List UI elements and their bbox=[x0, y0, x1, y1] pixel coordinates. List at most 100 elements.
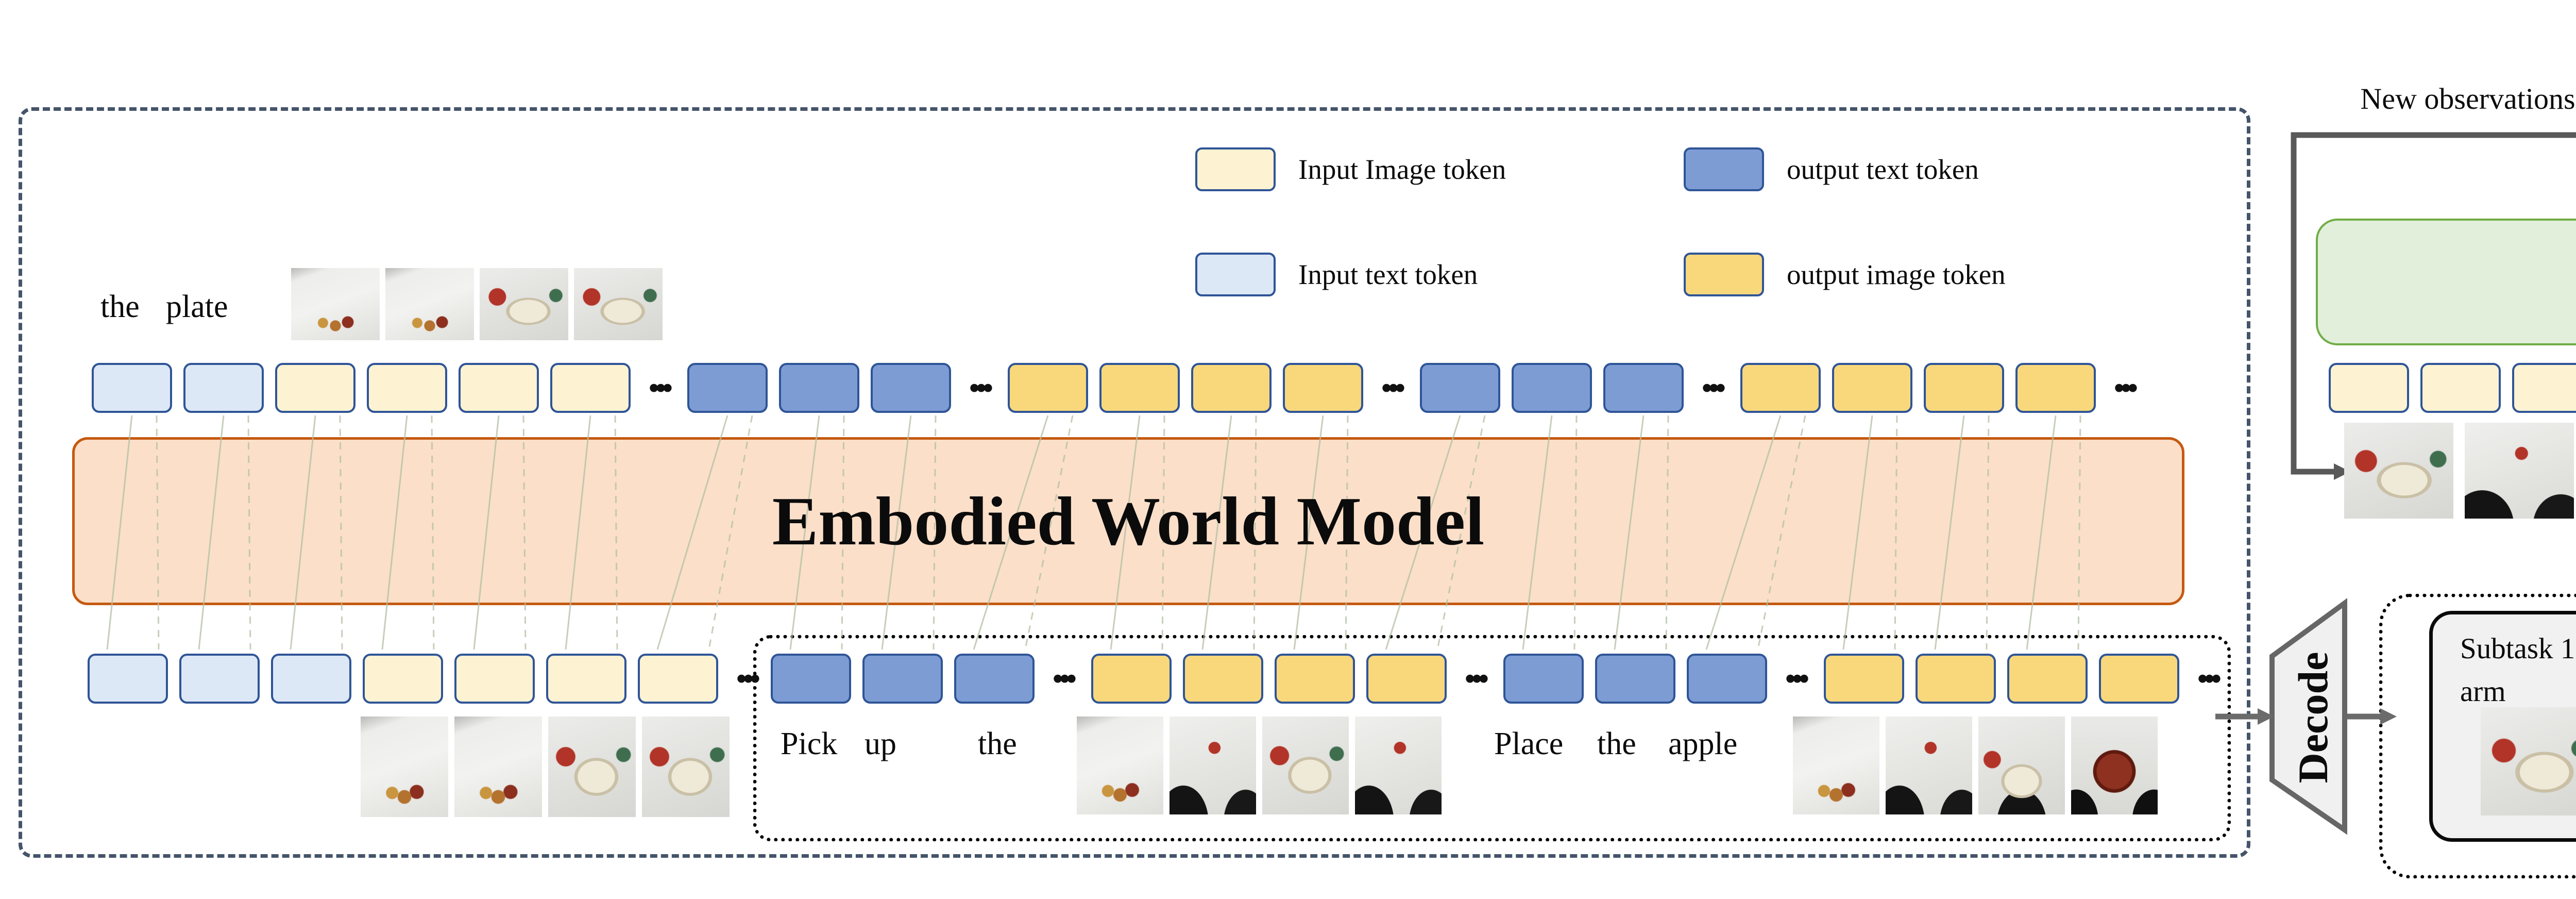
predicted-frame-photo bbox=[1077, 717, 1163, 814]
legend-label: Input text token bbox=[1298, 259, 1478, 290]
output-image-token bbox=[1008, 363, 1088, 413]
legend-item-input-text: Input text token bbox=[1195, 253, 1478, 296]
input-text-token bbox=[271, 654, 351, 704]
output-image-token bbox=[1099, 363, 1180, 413]
ellipsis: ••• bbox=[1381, 371, 1405, 405]
output-image-token bbox=[2015, 363, 2096, 413]
output-image-token bbox=[1916, 654, 1996, 704]
legend-label: output image token bbox=[1787, 259, 2006, 290]
output-text-token bbox=[771, 654, 851, 704]
ellipsis: ••• bbox=[1053, 662, 1077, 695]
output-image-token bbox=[1924, 363, 2004, 413]
output-image-token bbox=[1832, 363, 1912, 413]
vlm-observation-photo bbox=[2465, 423, 2574, 519]
observation-photo bbox=[642, 717, 730, 817]
output-text-token-swatch bbox=[1684, 147, 1764, 191]
ellipsis: ••• bbox=[1785, 662, 1809, 695]
vlm-observation-photo bbox=[2344, 423, 2453, 519]
ewm-output-context-row: ••• bbox=[88, 654, 764, 704]
ellipsis: ••• bbox=[649, 371, 673, 405]
input-image-token bbox=[2512, 363, 2576, 413]
output-text-token bbox=[1503, 654, 1584, 704]
ewm-output-generated-row: ••• ••• ••• ••• bbox=[771, 654, 2225, 704]
output-image-token bbox=[1091, 654, 1172, 704]
ellipsis: ••• bbox=[736, 662, 760, 695]
output-image-token bbox=[1740, 363, 1821, 413]
input-text-token bbox=[183, 363, 264, 413]
generated-word: the bbox=[978, 726, 1017, 761]
output-text-token bbox=[954, 654, 1035, 704]
ellipsis: ••• bbox=[2197, 662, 2222, 695]
context-frame-photo bbox=[480, 268, 568, 340]
prompt-word: plate bbox=[166, 289, 228, 324]
predicted-frame-photo bbox=[2071, 717, 2158, 814]
output-image-token bbox=[1824, 654, 1904, 704]
generated-word: up bbox=[865, 726, 896, 761]
input-image-token bbox=[454, 654, 535, 704]
input-image-token bbox=[367, 363, 447, 413]
input-image-token-swatch bbox=[1195, 147, 1276, 191]
input-text-token bbox=[88, 654, 168, 704]
predicted-frame-photo bbox=[1978, 717, 2065, 814]
input-image-token bbox=[363, 654, 443, 704]
output-image-token bbox=[1283, 363, 1363, 413]
legend-item-output-image: output image token bbox=[1684, 253, 2006, 296]
input-image-token bbox=[546, 654, 626, 704]
legend-label: Input Image token bbox=[1298, 154, 1506, 185]
new-observations-label: New observations bbox=[2360, 82, 2575, 115]
input-text-token-swatch bbox=[1195, 253, 1276, 296]
input-image-token bbox=[2329, 363, 2409, 413]
observation-photo bbox=[454, 717, 542, 817]
output-text-token bbox=[1603, 363, 1684, 413]
ellipsis: ••• bbox=[1702, 371, 1726, 405]
subtask-sequence-container bbox=[2379, 594, 2576, 878]
predicted-frame-photo bbox=[1886, 717, 1972, 814]
generated-sequence-box bbox=[753, 635, 2231, 841]
subtask-1-photo bbox=[2481, 707, 2576, 815]
ellipsis: ••• bbox=[2114, 371, 2138, 405]
world-model-panel bbox=[19, 107, 2250, 858]
predicted-frame-photo bbox=[1355, 717, 1442, 814]
context-frame-photo bbox=[291, 268, 380, 340]
output-text-token bbox=[1595, 654, 1675, 704]
ellipsis: ••• bbox=[1465, 662, 1489, 695]
vision-language-model-box: Vision-Language Model bbox=[2316, 219, 2576, 345]
output-text-token bbox=[862, 654, 943, 704]
legend-item-output-text: output text token bbox=[1684, 147, 1979, 191]
legend-label: output text token bbox=[1787, 154, 1979, 185]
output-text-token bbox=[687, 363, 768, 413]
input-image-token bbox=[2420, 363, 2501, 413]
observation-photo bbox=[361, 717, 448, 817]
output-text-token bbox=[871, 363, 951, 413]
generated-word: apple bbox=[1668, 726, 1738, 761]
output-text-token bbox=[1420, 363, 1500, 413]
prompt-word: the bbox=[100, 289, 140, 324]
generated-word: Pick bbox=[781, 726, 838, 761]
embodied-world-model-title: Embodied World Model bbox=[772, 483, 1485, 559]
output-image-token bbox=[1183, 654, 1263, 704]
output-image-token bbox=[2099, 654, 2179, 704]
input-image-token bbox=[275, 363, 355, 413]
output-image-token-swatch bbox=[1684, 253, 1764, 296]
predicted-frame-photo bbox=[1170, 717, 1256, 814]
legend-item-input-image: Input Image token bbox=[1195, 147, 1506, 191]
output-image-token bbox=[2007, 654, 2088, 704]
generated-word: the bbox=[1597, 726, 1636, 761]
output-image-token bbox=[1191, 363, 1272, 413]
input-image-token bbox=[638, 654, 718, 704]
predicted-frame-photo bbox=[1262, 717, 1349, 814]
input-text-token bbox=[92, 363, 172, 413]
input-image-token bbox=[550, 363, 631, 413]
input-image-token bbox=[459, 363, 539, 413]
output-text-token bbox=[1687, 654, 1767, 704]
predicted-frame-photo bbox=[1793, 717, 1879, 814]
vlm-input-token-row bbox=[2329, 363, 2576, 413]
output-image-token bbox=[1366, 654, 1447, 704]
input-text-token bbox=[179, 654, 260, 704]
ewm-input-token-row: ••••••••••••••• bbox=[92, 363, 2141, 413]
decode-label: Decode bbox=[2290, 652, 2336, 783]
output-text-token bbox=[779, 363, 859, 413]
decode-block: Decode bbox=[2269, 598, 2347, 835]
output-image-token bbox=[1275, 654, 1355, 704]
